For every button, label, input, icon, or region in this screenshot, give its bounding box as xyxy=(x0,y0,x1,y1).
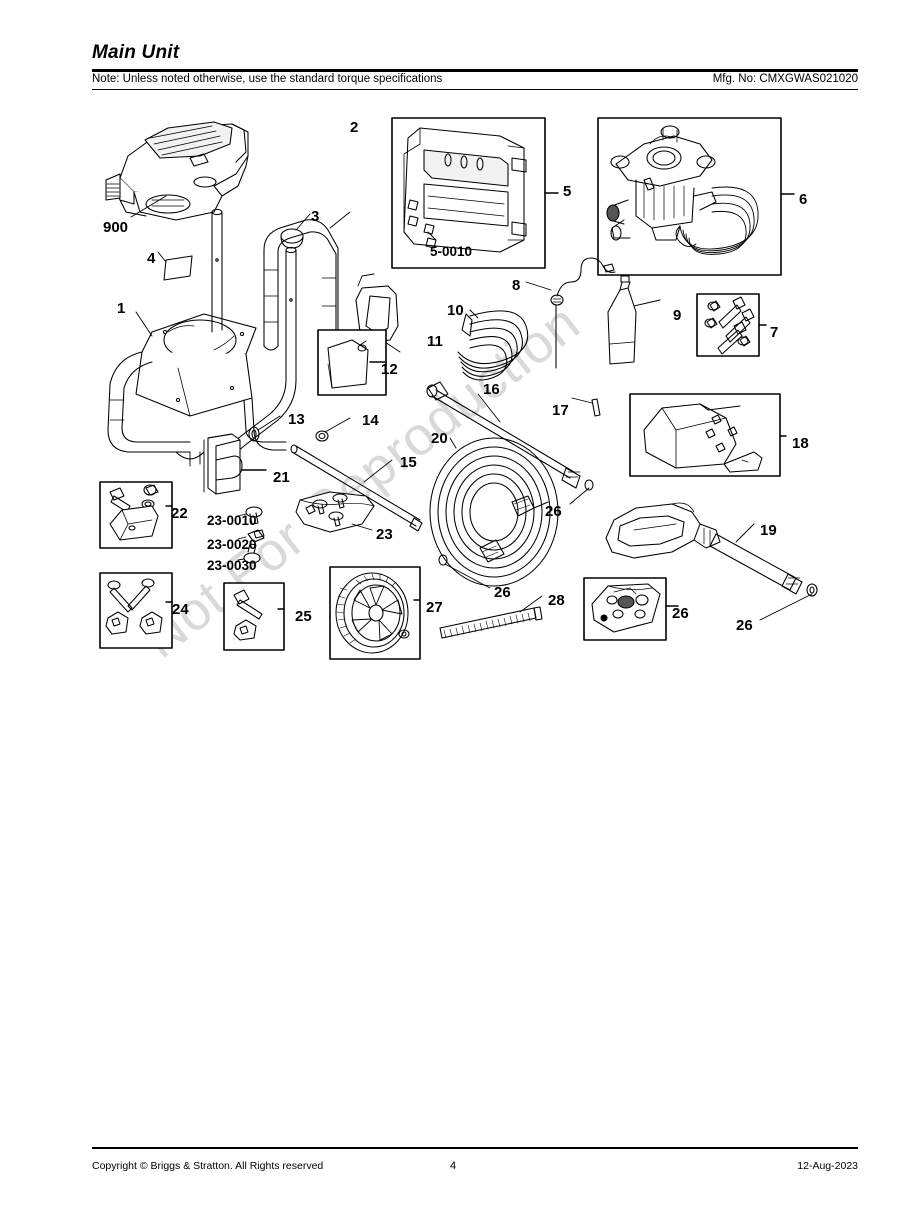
callout-wheel: 27 xyxy=(426,599,443,616)
callout-screw-alt: 23-0030 xyxy=(207,558,257,573)
callout-grommet: 13 xyxy=(288,411,305,428)
footer-rule xyxy=(92,1147,858,1149)
cover-12 xyxy=(327,339,369,389)
coiled-hose-10 xyxy=(457,310,529,381)
axle-15 xyxy=(290,444,423,532)
mfg-number: Mfg. No: CMXGWAS021020 xyxy=(712,73,858,85)
header-rule-thick xyxy=(92,69,858,72)
strap-28 xyxy=(439,606,543,639)
callout-handle-grip-kit: 22 xyxy=(171,505,188,522)
callout-screw: 23-0010 xyxy=(207,513,257,528)
chemical-hose-8 xyxy=(550,257,616,369)
callout-o-ring-hose-2: 26 xyxy=(494,584,511,601)
kit-25 xyxy=(233,589,263,641)
callout-nozzle-cone: 9 xyxy=(673,307,682,324)
screw-23-0030 xyxy=(243,543,261,564)
frame-1 xyxy=(107,313,287,467)
hook-21 xyxy=(203,433,243,495)
wheel-27 xyxy=(335,572,410,654)
copyright-text: Copyright © Briggs & Stratton. All Right… xyxy=(92,1160,324,1172)
callout-strap: 28 xyxy=(548,592,565,609)
torque-note: Note: Unless noted otherwise, use the st… xyxy=(92,73,443,85)
callout-handle-cap: 3 xyxy=(311,208,320,225)
callout-o-ring-hose: 26 xyxy=(545,503,562,520)
diagram-artwork xyxy=(99,117,818,660)
callout-panel-assembly: 5 xyxy=(563,183,572,200)
callout-wire-bracket: 11 xyxy=(427,333,443,350)
callout-o-ring-gun: 26 xyxy=(736,617,753,634)
callout-cover-panel: 12 xyxy=(381,361,398,378)
callout-hose-hook: 21 xyxy=(273,469,290,486)
callout-decal: 4 xyxy=(147,250,156,267)
callout-handle: 2 xyxy=(350,119,359,136)
tank-18 xyxy=(643,403,763,473)
callout-pressure-hose: 20 xyxy=(431,430,448,447)
callout-spray-gun: 19 xyxy=(760,522,777,539)
diagram-canvas: Not For Reproduction xyxy=(0,100,906,700)
callout-bushing: 14 xyxy=(362,412,379,429)
kit-22 xyxy=(109,484,159,541)
o-ring-kit-26 xyxy=(591,583,661,633)
decal-4 xyxy=(163,255,193,281)
engine-900 xyxy=(105,121,249,221)
spray-gun-19 xyxy=(605,502,818,597)
pin-17 xyxy=(591,398,601,417)
callout-o-ring-kit-box: 26 xyxy=(672,605,689,622)
callout-bolt-nut-kit: 7 xyxy=(770,324,779,341)
o-ring-26b xyxy=(438,554,448,566)
callout-axle-rod: 15 xyxy=(400,454,417,471)
callout-pin: 17 xyxy=(552,402,569,419)
nozzle-9 xyxy=(607,275,637,365)
grommet-13 xyxy=(248,426,260,442)
callout-panel-hardware: 5-0010 xyxy=(430,244,473,259)
kit-24 xyxy=(105,578,163,635)
page-title: Main Unit xyxy=(92,42,180,63)
screw-23-0010 xyxy=(245,506,263,525)
pump-6 xyxy=(606,125,759,255)
callout-frame-base: 1 xyxy=(117,300,126,317)
revision-date: 12-Aug-2023 xyxy=(797,1160,858,1172)
callout-pump-assembly: 6 xyxy=(799,191,808,208)
callout-spray-wand: 16 xyxy=(483,381,500,398)
nut-23-0020 xyxy=(247,529,265,543)
callout-tank-assembly: 18 xyxy=(792,435,809,452)
callout-engine-assembly: 900 xyxy=(103,219,129,236)
cap-3 xyxy=(280,228,304,249)
callout-coiled-hose: 10 xyxy=(447,302,464,319)
callout-bolt-clip-kit: 24 xyxy=(172,601,189,618)
callout-chemical-hose: 8 xyxy=(512,277,521,294)
callout-bolt-kit: 25 xyxy=(295,608,312,625)
hardware-bag-23 xyxy=(295,491,375,533)
panel-5 xyxy=(403,127,527,253)
wand-16 xyxy=(426,381,594,491)
hardware-7 xyxy=(704,296,755,355)
bushing-14 xyxy=(315,430,329,442)
callout-nut: 23-0020 xyxy=(207,537,257,552)
pressure-hose-20 xyxy=(429,437,559,587)
page-number: 4 xyxy=(449,1160,457,1172)
callout-hardware-bag: 23 xyxy=(376,526,393,543)
header-rule-thin xyxy=(92,89,858,90)
